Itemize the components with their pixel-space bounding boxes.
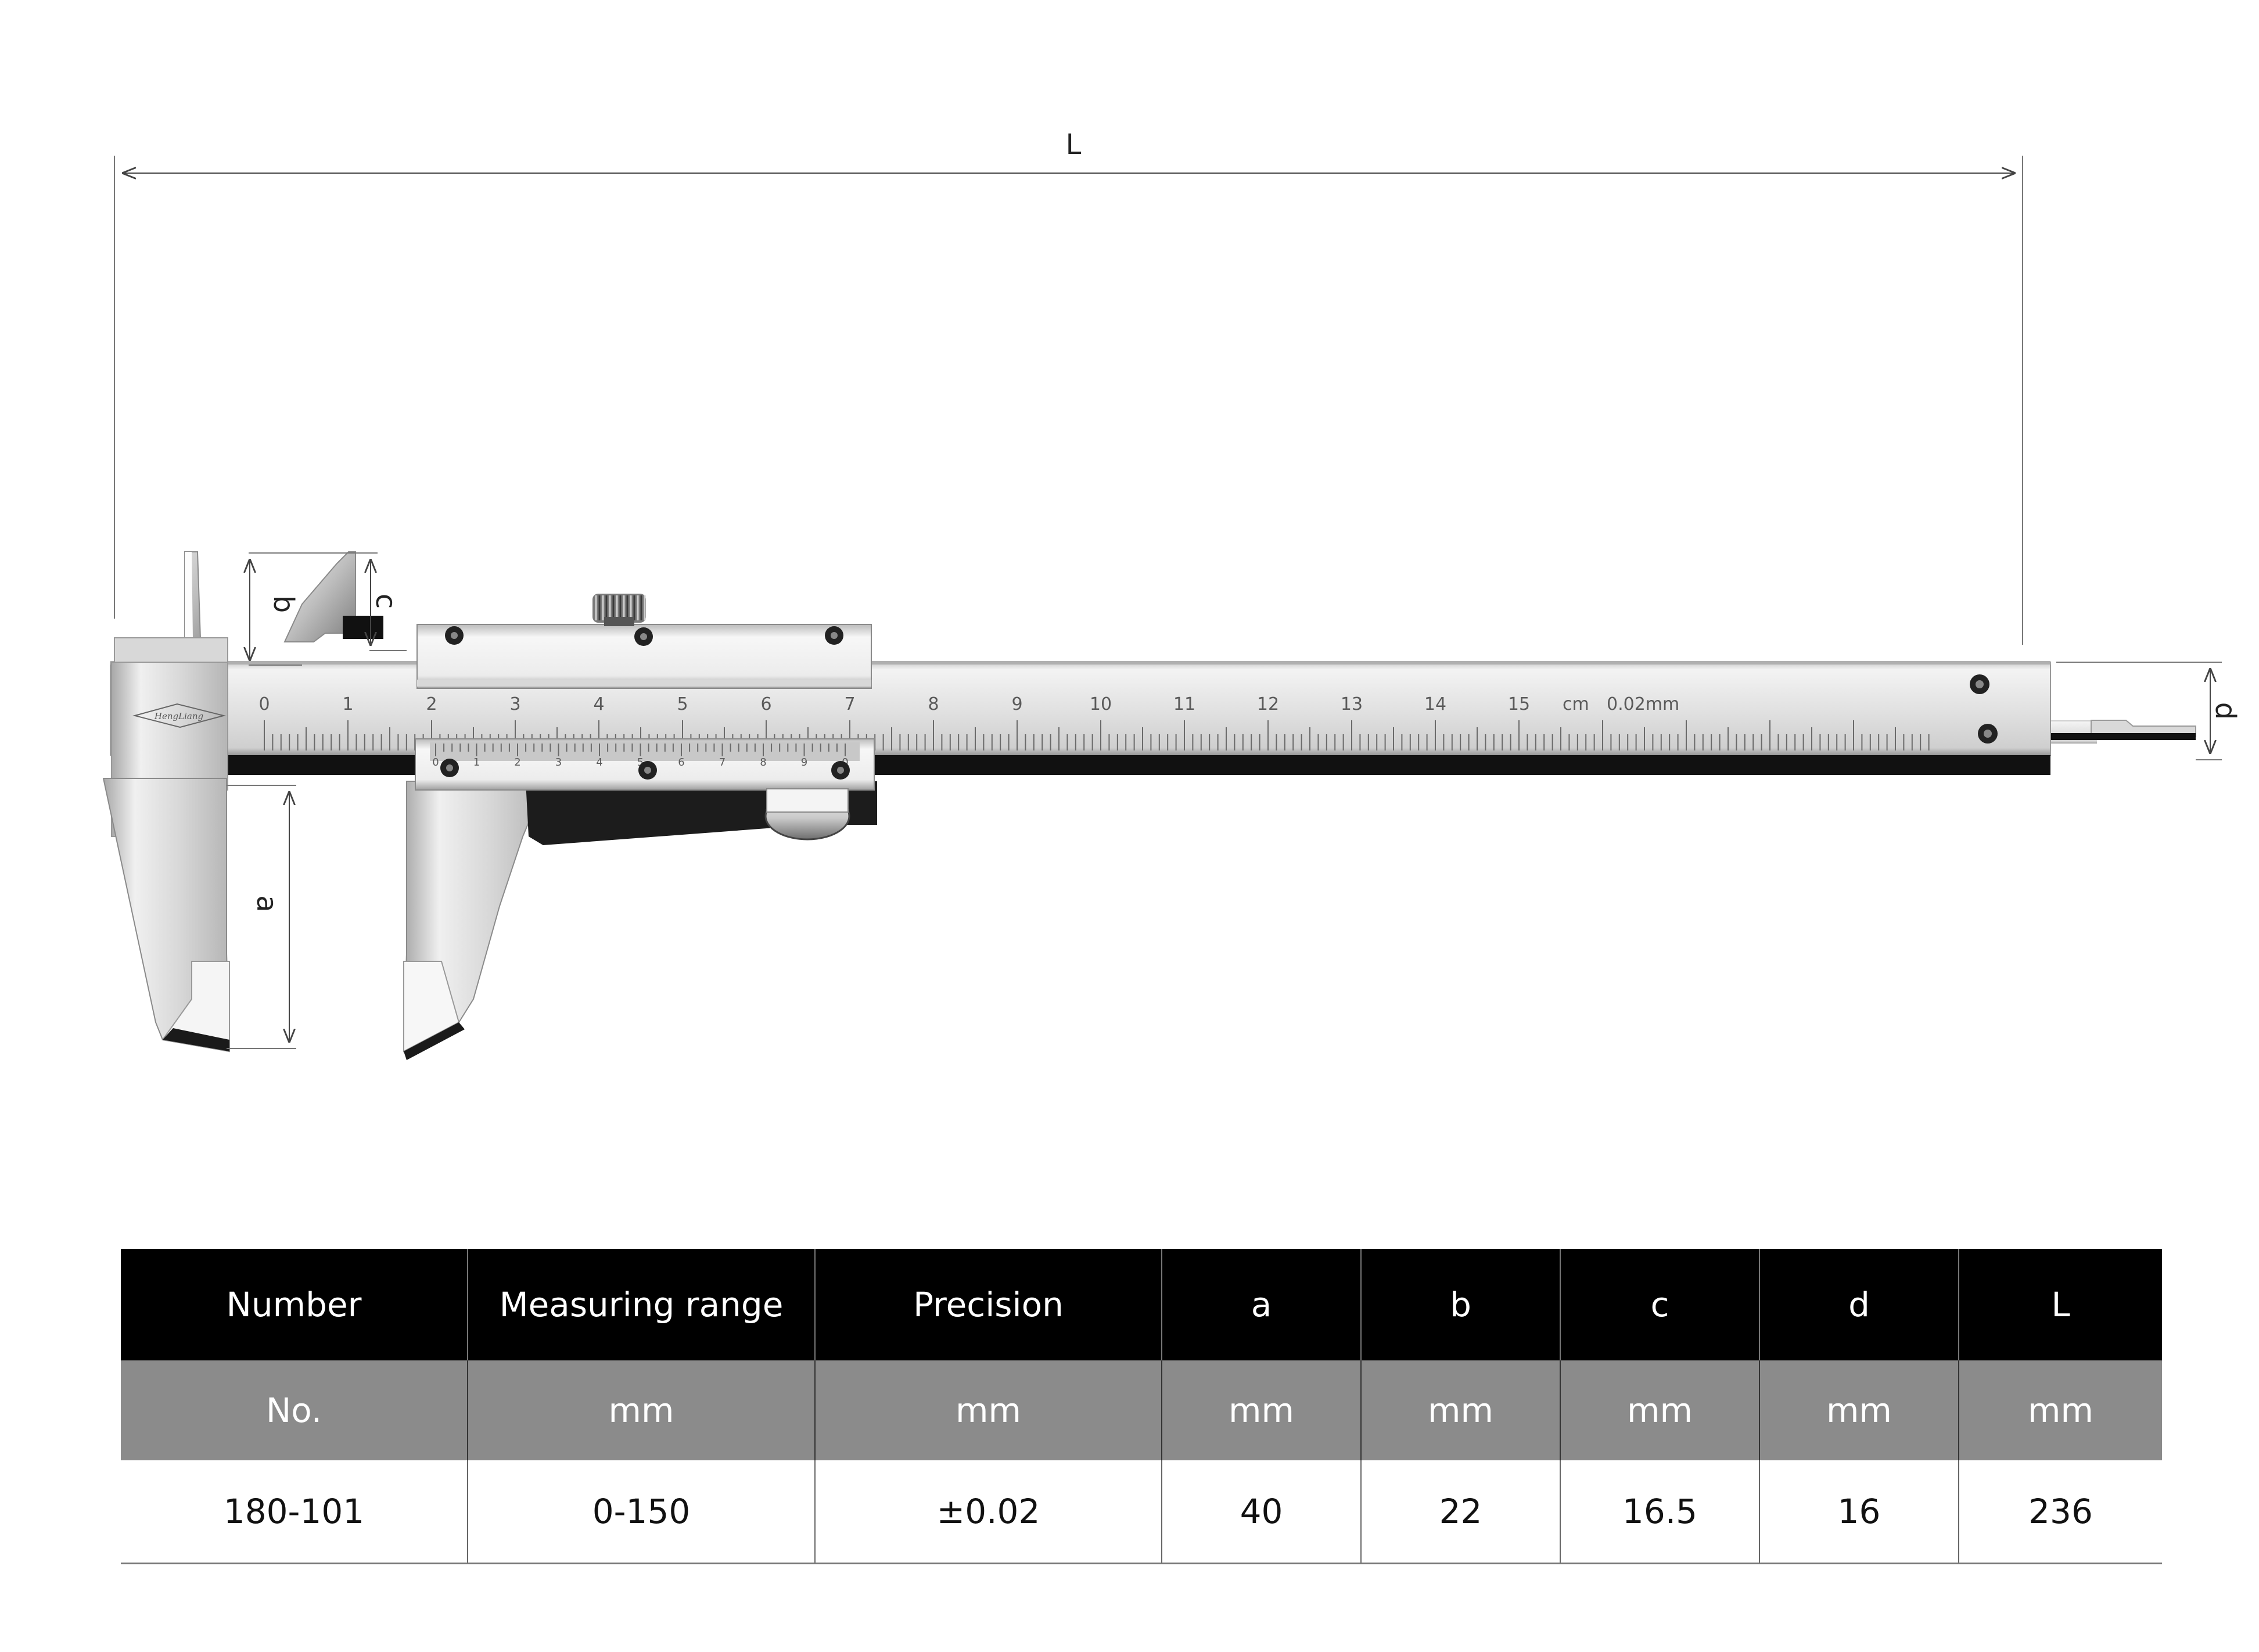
vernier-number: 9 [801,756,807,768]
header-measuring-range: Measuring range [468,1249,816,1360]
scale-number: 12 [1257,694,1279,714]
table-header-row: Number Measuring range Precision a b c d… [121,1249,2162,1360]
scale-number: 8 [928,694,939,714]
vernier-number: 0 [432,756,439,768]
vernier-scale-ticks [435,744,846,756]
dimension-c: c [355,552,407,651]
value-precision: ±0.02 [815,1460,1162,1564]
scale-number: 5 [677,694,688,714]
scale-number: 13 [1341,694,1363,714]
dim-label-L: L [1066,128,1082,161]
screw-icon [1970,674,1989,694]
table-unit-row: No. mm mm mm mm mm mm mm [121,1360,2162,1460]
unit-cell: No. [121,1360,468,1460]
header-L: L [1959,1249,2162,1360]
scale-number: 3 [509,694,520,714]
dim-label-c: c [369,594,402,609]
vernier-number: 7 [719,756,726,768]
header-number: Number [121,1249,468,1360]
dim-label-b: b [267,595,300,613]
vernier-number: 6 [678,756,684,768]
scale-number: 9 [1011,694,1022,714]
sliding-jaw: 01234567890 [283,551,877,1060]
main-scale-ticks [264,720,1930,750]
unit-cell: mm [815,1360,1162,1460]
header-c: c [1560,1249,1760,1360]
main-scale-resolution: 0.02mm [1607,694,1679,714]
screw-icon [634,627,653,646]
vernier-number: 3 [555,756,562,768]
value-L: 236 [1959,1460,2162,1564]
fixed-jaw: HengLiang [102,551,231,1053]
table-row: 180-101 0-150 ±0.02 40 22 16.5 16 236 [121,1460,2162,1564]
scale-number: 11 [1173,694,1195,714]
value-b: 22 [1361,1460,1561,1564]
value-d: 16 [1759,1460,1959,1564]
dim-label-d: d [2209,702,2242,720]
vernier-number: 8 [760,756,766,768]
screw-icon [638,761,657,780]
value-measuring-range: 0-150 [468,1460,816,1564]
scale-number: 14 [1424,694,1446,714]
unit-cell: mm [1959,1360,2162,1460]
value-a: 40 [1162,1460,1362,1564]
unit-cell: mm [1361,1360,1561,1460]
brand-logo-text: HengLiang [154,711,203,721]
header-a: a [1162,1249,1362,1360]
screw-icon [831,761,850,780]
lock-screw-icon [592,594,646,626]
screw-icon [445,626,464,645]
scale-number: 15 [1508,694,1530,714]
dim-label-a: a [250,895,283,912]
vernier-number: 1 [473,756,480,768]
scale-number: 0 [258,694,270,714]
scale-number: 2 [426,694,437,714]
vernier-number: 4 [596,756,602,768]
unit-cell: mm [1759,1360,1959,1460]
header-precision: Precision [815,1249,1162,1360]
header-d: d [1759,1249,1959,1360]
dimension-b: b [249,552,376,666]
scale-number: 4 [593,694,604,714]
spec-table: Number Measuring range Precision a b c d… [121,1249,2162,1564]
dimension-d: d [2056,662,2242,760]
main-scale-unit: cm [1563,694,1589,714]
unit-cell: mm [468,1360,816,1460]
screw-icon [1978,724,1998,744]
unit-cell: mm [1560,1360,1760,1460]
scale-number: 10 [1090,694,1112,714]
brand-logo: HengLiang [132,703,226,728]
depth-rod [2039,720,2196,744]
screw-icon [440,759,459,777]
screw-icon [825,626,843,645]
header-b: b [1361,1249,1561,1360]
value-c: 16.5 [1560,1460,1760,1564]
vernier-number: 5 [637,756,644,768]
thumb-wheel-icon [764,788,850,841]
dimension-a: a [227,785,296,1049]
scale-number: 6 [760,694,771,714]
vernier-number: 2 [514,756,520,768]
unit-cell: mm [1162,1360,1362,1460]
scale-number: 1 [342,694,353,714]
value-number: 180-101 [121,1460,468,1564]
scale-number: 7 [844,694,855,714]
dimension-L: L [114,128,2023,645]
